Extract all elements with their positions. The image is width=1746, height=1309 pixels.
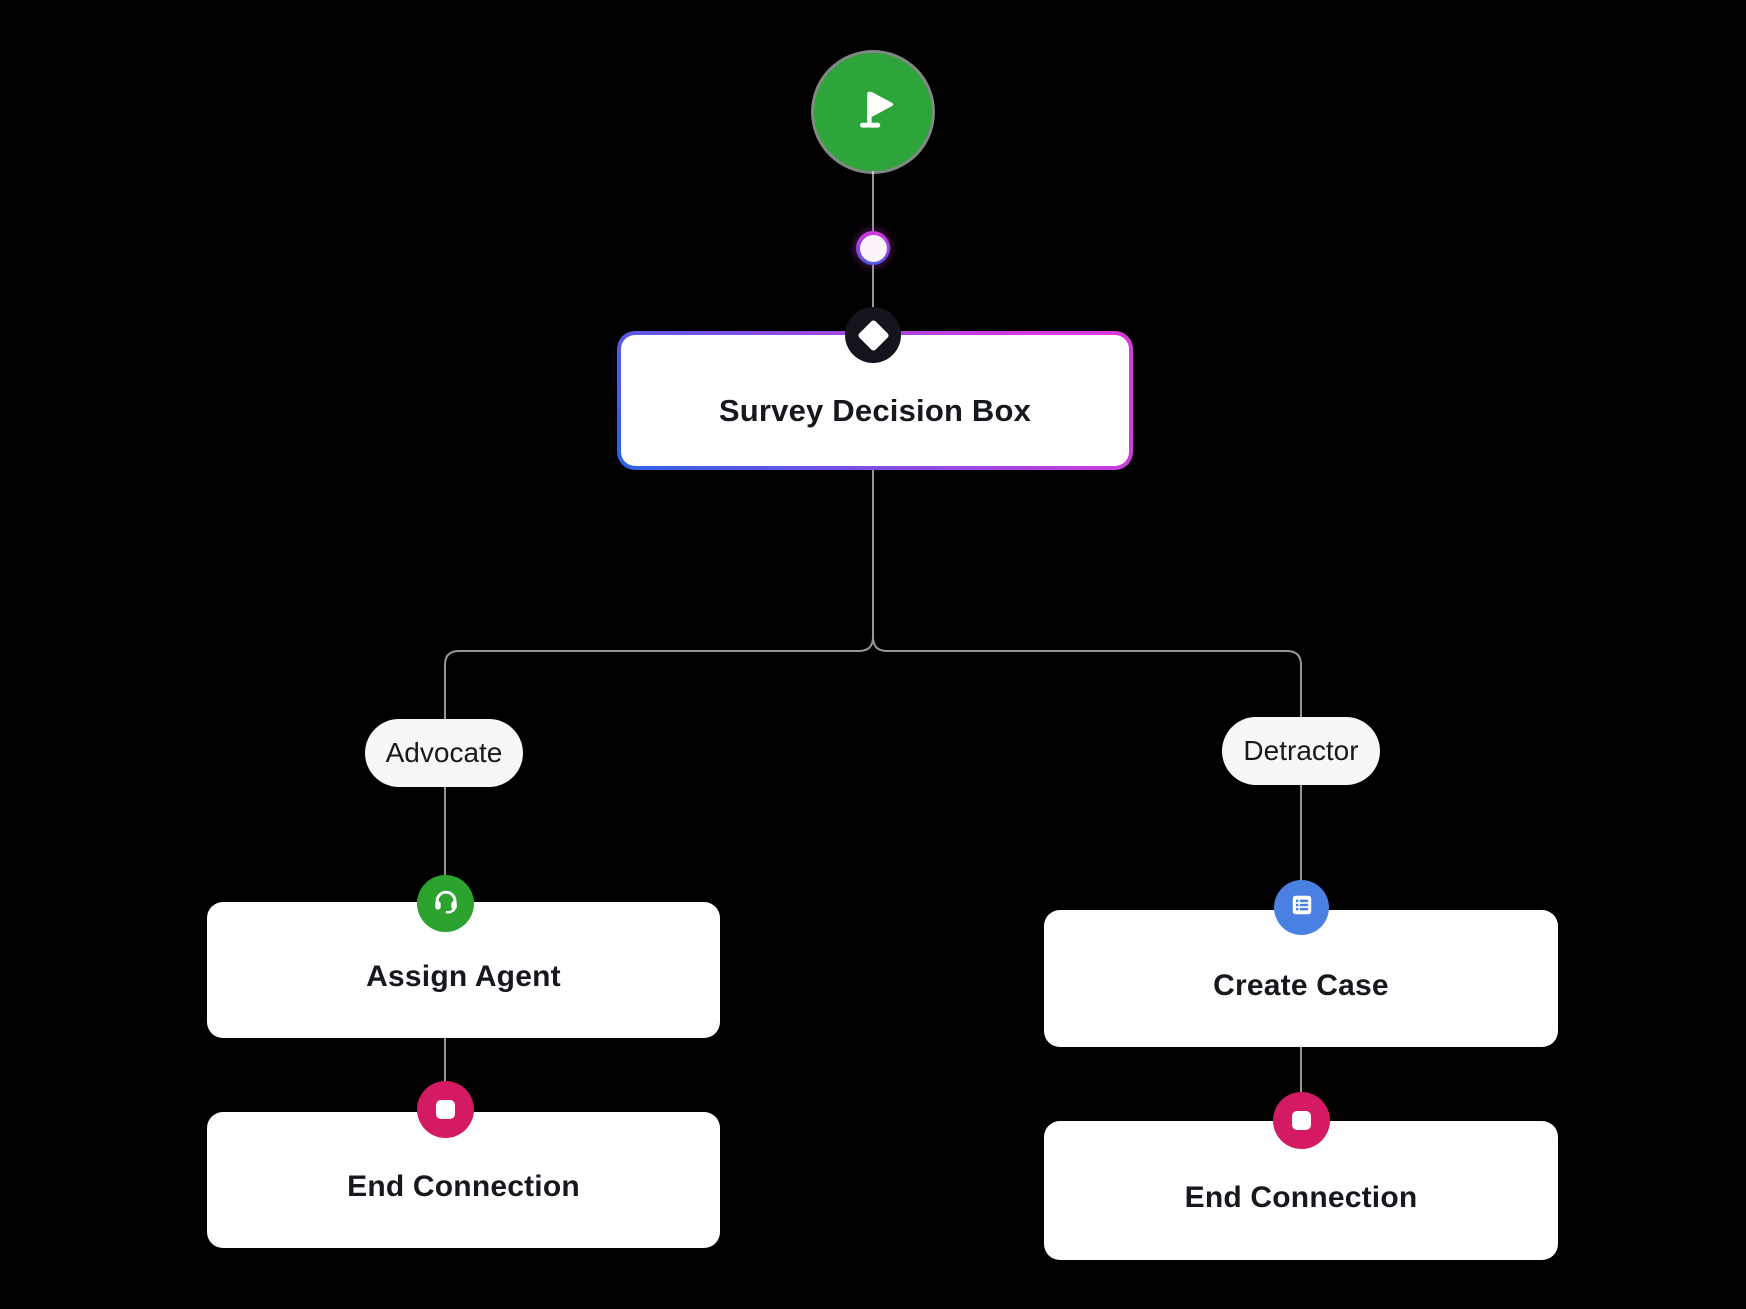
end-connection-right-label: End Connection bbox=[1184, 1180, 1418, 1214]
list-icon bbox=[1287, 890, 1317, 925]
branch-pill-advocate-label: Advocate bbox=[385, 737, 503, 768]
assign-agent-label: Assign Agent bbox=[366, 960, 561, 993]
decision-badge bbox=[845, 307, 901, 363]
stop-icon bbox=[1292, 1111, 1311, 1130]
branch-pill-detractor-label: Detractor bbox=[1243, 735, 1359, 766]
edge-connection-handle-inner bbox=[859, 234, 887, 262]
end-connection-left-badge bbox=[417, 1081, 474, 1138]
edge-connection-handle[interactable] bbox=[856, 231, 890, 265]
diamond-icon bbox=[856, 318, 890, 352]
assign-agent-badge bbox=[417, 875, 474, 932]
decision-node[interactable]: Survey Decision Box bbox=[617, 331, 1133, 470]
start-trigger-node[interactable] bbox=[814, 53, 932, 171]
headset-icon bbox=[430, 885, 462, 922]
branch-pill-advocate[interactable]: Advocate bbox=[365, 719, 523, 787]
end-connection-node-left[interactable]: End Connection bbox=[207, 1112, 720, 1248]
end-connection-left-label: End Connection bbox=[347, 1170, 580, 1203]
end-connection-right-badge bbox=[1273, 1092, 1330, 1149]
create-case-badge bbox=[1274, 880, 1329, 935]
flag-icon bbox=[844, 81, 902, 144]
edge-branch-left bbox=[444, 636, 874, 719]
branch-pill-detractor[interactable]: Detractor bbox=[1222, 717, 1380, 785]
stop-icon bbox=[436, 1100, 455, 1119]
create-case-label: Create Case bbox=[1213, 968, 1389, 1002]
edge-branch-right bbox=[872, 636, 1302, 717]
decision-node-label: Survey Decision Box bbox=[718, 392, 1032, 428]
